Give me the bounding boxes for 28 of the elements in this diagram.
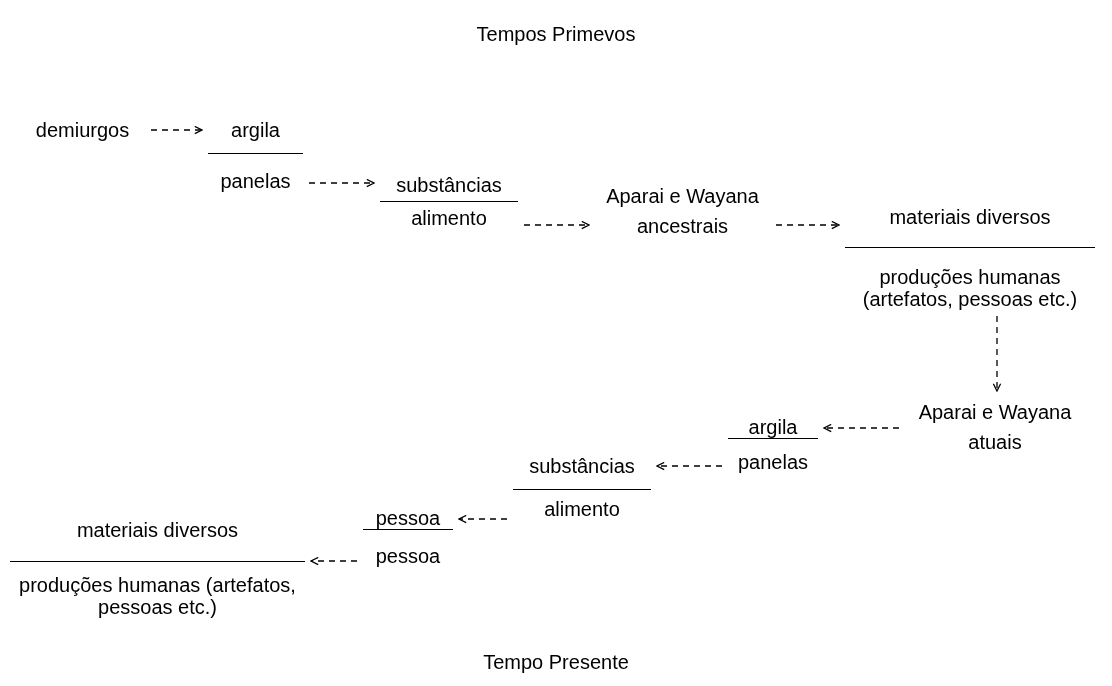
lower-term: alimento <box>543 498 621 520</box>
lower-term: panelas <box>219 170 292 192</box>
lower-term: alimento <box>410 207 488 229</box>
dashed-arrow <box>150 125 203 135</box>
upper-term: substâncias <box>528 455 636 477</box>
dashed-arrow <box>775 220 840 230</box>
lower-term: produções humanas (artefatos, pessoas etc.) <box>861 266 1079 310</box>
title: Tempos Primevos <box>475 23 637 45</box>
period-label: Tempo Presente <box>482 651 630 673</box>
upper-term: pessoa <box>374 507 442 529</box>
node-text: Aparai e Wayana atuais <box>917 400 1073 455</box>
dashed-arrow <box>656 461 723 471</box>
upper-term: substâncias <box>395 174 503 196</box>
upper-term: materiais diversos <box>888 206 1052 228</box>
dashed-arrow <box>992 315 1002 392</box>
node-text: demiurgos <box>34 119 131 141</box>
upper-term: argila <box>230 119 281 141</box>
lower-term: panelas <box>736 451 810 473</box>
dashed-arrow <box>458 514 508 524</box>
upper-term: argila <box>747 416 799 438</box>
dashed-arrow <box>523 220 590 230</box>
dashed-arrow <box>823 423 900 433</box>
lower-term: produções humanas (artefatos, pessoas etc.) <box>18 574 297 618</box>
dashed-arrow <box>310 556 358 566</box>
node-text: Aparai e Wayana ancestrais <box>605 184 760 239</box>
dashed-arrow <box>308 178 375 188</box>
upper-term: materiais diversos <box>75 519 240 541</box>
lower-term: pessoa <box>374 545 442 567</box>
